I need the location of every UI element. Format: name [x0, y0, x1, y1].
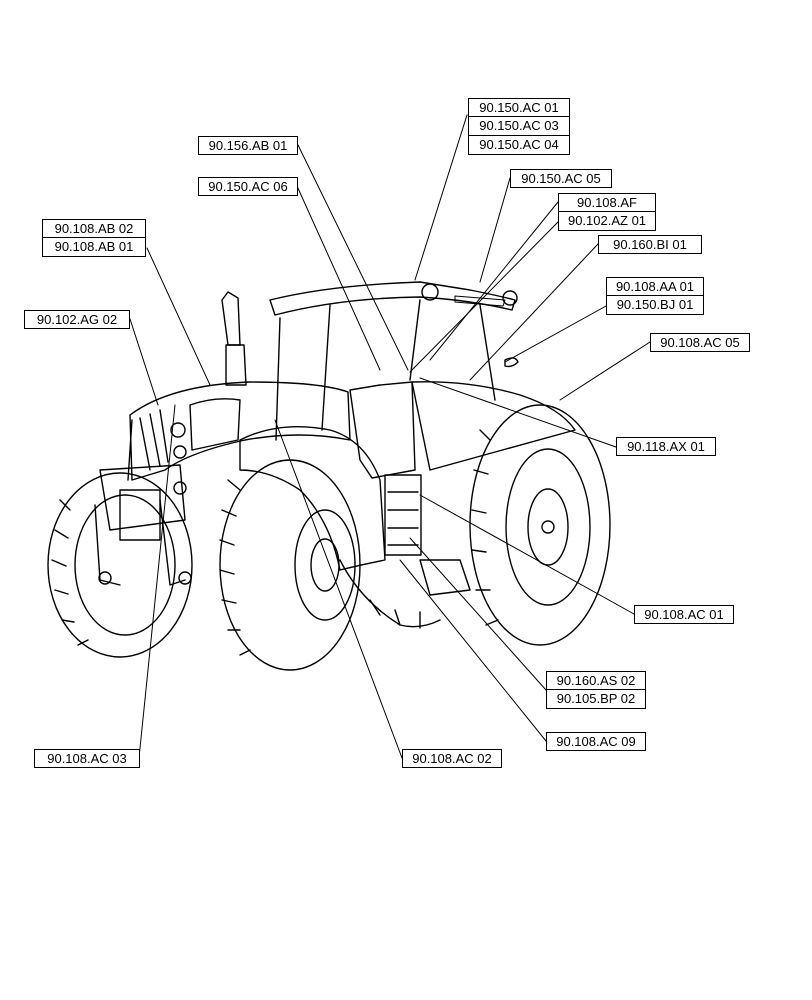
hood: [127, 381, 351, 495]
callout-90-108-ac-03[interactable]: 90.108.AC 03: [34, 749, 140, 768]
callout-90-108-ac-09[interactable]: 90.108.AC 09: [546, 732, 646, 751]
callout-90-160-as-02[interactable]: 90.160.AS 02: [546, 671, 646, 690]
cab-body: [239, 381, 576, 596]
callout-90-108-ac-05[interactable]: 90.108.AC 05: [650, 333, 750, 352]
front-hitch: [94, 464, 192, 586]
callout-90-108-ab-01[interactable]: 90.108.AB 01: [42, 238, 146, 257]
callout-90-150-ac-06[interactable]: 90.150.AC 06: [198, 177, 298, 196]
exhaust-stack: [221, 291, 247, 386]
callout-90-150-ac-04[interactable]: 90.150.AC 04: [468, 136, 570, 155]
callout-90-108-af[interactable]: 90.108.AF: [558, 193, 656, 212]
callout-90-102-ag-02[interactable]: 90.102.AG 02: [24, 310, 130, 329]
rear-right-wheel: [469, 404, 611, 646]
callout-90-108-ac-01[interactable]: 90.108.AC 01: [634, 605, 734, 624]
callout-90-150-bj-01[interactable]: 90.150.BJ 01: [606, 296, 704, 315]
leader-lines: [129, 114, 651, 759]
callout-90-150-ac-05[interactable]: 90.150.AC 05: [510, 169, 612, 188]
front-right-wheel: [219, 459, 361, 671]
callout-90-156-ab-01[interactable]: 90.156.AB 01: [198, 136, 298, 155]
callout-90-108-ab-02[interactable]: 90.108.AB 02: [42, 219, 146, 238]
callout-90-108-ac-02[interactable]: 90.108.AC 02: [402, 749, 502, 768]
callout-90-150-ac-03[interactable]: 90.150.AC 03: [468, 117, 570, 136]
callout-90-150-ac-01[interactable]: 90.150.AC 01: [468, 98, 570, 117]
callout-90-108-aa-01[interactable]: 90.108.AA 01: [606, 277, 704, 296]
front-left-wheel: [47, 472, 193, 658]
callout-90-118-ax-01[interactable]: 90.118.AX 01: [616, 437, 716, 456]
rear-left-wheel: [339, 559, 441, 629]
callout-90-105-bp-02[interactable]: 90.105.BP 02: [546, 690, 646, 709]
callout-90-160-bi-01[interactable]: 90.160.BI 01: [598, 235, 702, 254]
cab-roof: [269, 281, 519, 441]
callout-90-102-az-01[interactable]: 90.102.AZ 01: [558, 212, 656, 231]
